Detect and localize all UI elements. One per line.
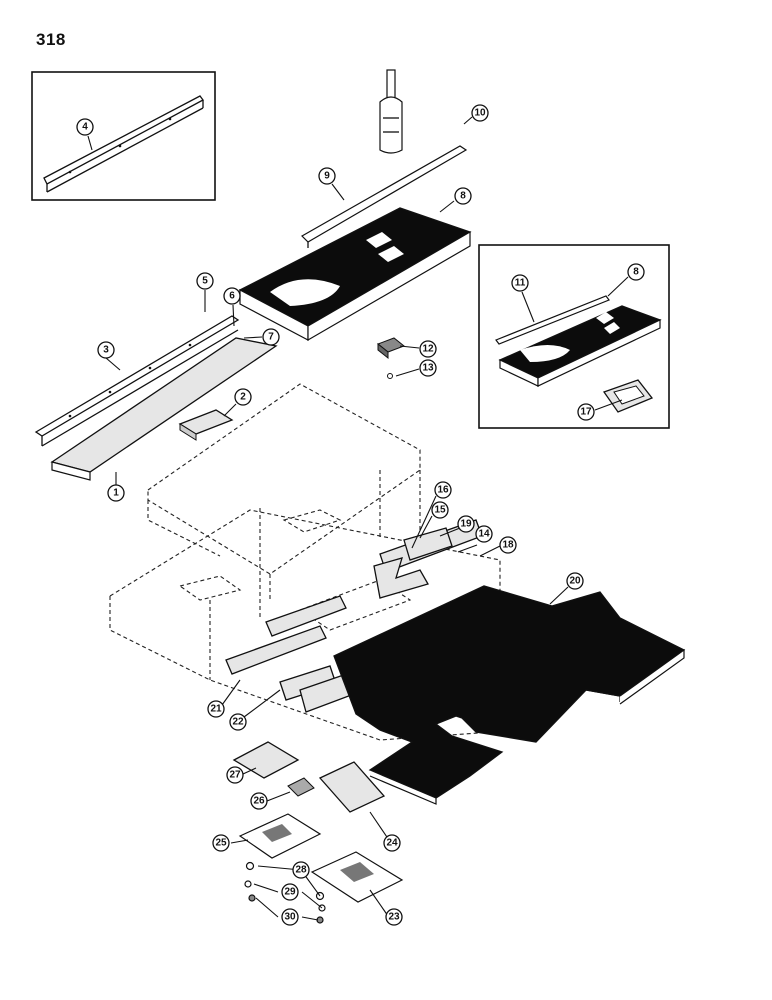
svg-text:27: 27 (229, 770, 241, 781)
svg-text:11: 11 (515, 278, 526, 289)
svg-text:4: 4 (82, 122, 88, 133)
svg-text:16: 16 (437, 485, 449, 496)
svg-text:17: 17 (580, 407, 592, 418)
svg-text:3: 3 (103, 345, 109, 356)
callout-4: 4 (76, 118, 94, 136)
callout-9: 9 (318, 167, 336, 185)
page-number: 318 (36, 30, 66, 49)
callout-20: 20 (566, 572, 584, 590)
svg-text:24: 24 (386, 838, 398, 849)
svg-text:30: 30 (284, 912, 296, 923)
svg-text:26: 26 (253, 796, 265, 807)
callout-19: 19 (457, 515, 475, 533)
svg-text:23: 23 (388, 912, 400, 923)
svg-text:28: 28 (295, 865, 307, 876)
svg-text:2: 2 (240, 392, 246, 403)
small-foam-block (178, 409, 234, 441)
callout-3: 3 (97, 341, 115, 359)
callout-8-main: 8 (454, 187, 472, 205)
callout-7: 7 (262, 328, 280, 346)
svg-text:5: 5 (202, 276, 208, 287)
side-rail (34, 315, 240, 447)
callout-24: 24 (383, 834, 401, 852)
callout-10: 10 (471, 104, 489, 122)
callout-17: 17 (577, 403, 595, 421)
callout-22: 22 (229, 713, 247, 731)
callout-1: 1 (107, 484, 125, 502)
seal-strip (301, 145, 468, 248)
svg-text:9: 9 (324, 171, 330, 182)
svg-text:8: 8 (633, 267, 639, 278)
svg-text:14: 14 (478, 529, 490, 540)
svg-text:29: 29 (284, 887, 296, 898)
svg-text:6: 6 (229, 291, 235, 302)
callout-8-inset: 8 (627, 263, 645, 281)
callout-2: 2 (234, 388, 252, 406)
long-foam-pad (50, 337, 278, 481)
callout-14: 14 (475, 525, 493, 543)
callout-11: 11 (511, 274, 529, 292)
svg-text:15: 15 (434, 505, 446, 516)
svg-text:7: 7 (268, 332, 274, 343)
floor-cover-plate (238, 207, 472, 342)
svg-text:20: 20 (569, 576, 581, 587)
inset-rail-detail (31, 71, 216, 201)
svg-text:13: 13 (422, 363, 434, 374)
svg-text:10: 10 (474, 108, 486, 119)
callout-25: 25 (212, 834, 230, 852)
callout-15: 15 (431, 501, 449, 519)
callout-21: 21 (207, 700, 225, 718)
shift-lever-boot (379, 69, 403, 154)
floor-mat (333, 585, 686, 805)
callout-12: 12 (419, 340, 437, 358)
svg-text:18: 18 (502, 540, 514, 551)
svg-text:19: 19 (460, 519, 472, 530)
callout-26: 26 (250, 792, 268, 810)
callout-30: 30 (281, 908, 299, 926)
callout-23: 23 (385, 908, 403, 926)
svg-text:25: 25 (215, 838, 227, 849)
clip-and-nut (377, 337, 405, 379)
inset-alternate-plate (478, 244, 670, 429)
callout-5: 5 (196, 272, 214, 290)
svg-text:12: 12 (422, 344, 434, 355)
callout-13: 13 (419, 359, 437, 377)
svg-text:8: 8 (460, 191, 466, 202)
svg-text:21: 21 (210, 704, 222, 715)
callout-6: 6 (223, 287, 241, 305)
callout-18: 18 (499, 536, 517, 554)
lower-small-parts (232, 741, 404, 924)
callout-28: 28 (292, 861, 310, 879)
callout-27: 27 (226, 766, 244, 784)
svg-text:22: 22 (232, 717, 244, 728)
callout-16: 16 (434, 481, 452, 499)
callout-29: 29 (281, 883, 299, 901)
svg-text:1: 1 (113, 488, 119, 499)
